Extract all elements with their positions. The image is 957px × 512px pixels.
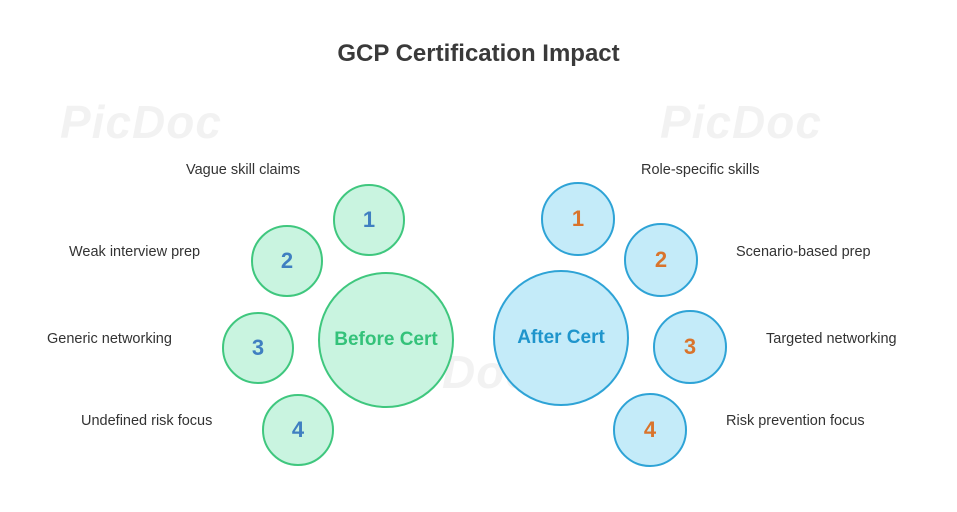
after-item-1-number: 1: [571, 206, 585, 231]
before-item-2-label: Weak interview prep: [69, 244, 201, 260]
after-item-2-number: 2: [654, 247, 668, 272]
after-item-2-circle: 2: [624, 223, 698, 297]
after-item-3-number: 3: [683, 334, 697, 359]
before-item-4-number: 4: [291, 417, 305, 442]
after-item-4-circle: 4: [613, 393, 687, 467]
watermark: PicDoc: [60, 96, 222, 148]
before-cert-circle: Before Cert: [318, 272, 454, 408]
before-item-3-circle: 3: [222, 312, 294, 384]
before-item-3-label: Generic networking: [47, 331, 172, 347]
before-item-1-number: 1: [362, 207, 376, 232]
diagram-title: GCP Certification Impact: [337, 40, 620, 67]
watermark: PicDoc: [660, 96, 822, 148]
after-cert-label: After Cert: [517, 327, 605, 348]
after-item-3-label: Targeted networking: [766, 331, 897, 347]
before-item-2-number: 2: [280, 248, 294, 273]
before-item-1-circle: 1: [333, 184, 405, 256]
after-item-4-number: 4: [643, 417, 657, 442]
after-item-3-circle: 3: [653, 310, 727, 384]
after-item-4-label: Risk prevention focus: [726, 413, 865, 429]
before-item-3-number: 3: [251, 335, 265, 360]
before-item-4-label: Undefined risk focus: [81, 413, 213, 429]
before-cert-label: Before Cert: [334, 329, 438, 350]
after-item-1-label: Role-specific skills: [641, 162, 760, 178]
before-item-4-circle: 4: [262, 394, 334, 466]
after-item-1-circle: 1: [541, 182, 615, 256]
after-cert-circle: After Cert: [493, 270, 629, 406]
after-item-2-label: Scenario-based prep: [736, 244, 871, 260]
before-item-2-circle: 2: [251, 225, 323, 297]
before-item-1-label: Vague skill claims: [186, 162, 301, 178]
